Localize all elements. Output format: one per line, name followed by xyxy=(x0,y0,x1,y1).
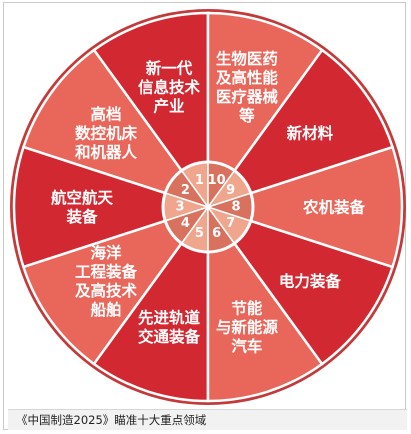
sector-8 xyxy=(203,145,404,269)
sector-label-line: 交通装备 xyxy=(138,327,201,346)
sector-number-4: 4 xyxy=(181,216,190,231)
sector-label-10: 生物医药及高性能医疗器械等 xyxy=(216,49,279,125)
ten-fields-wheel-diagram: 1 新一代信息技术产业 2 高档数控机床和机器人 3 航空航天装备 4 海洋工程装备及高技术船… xyxy=(10,9,406,405)
sector-label-line: 高档 xyxy=(91,104,122,123)
sector-4 xyxy=(21,204,212,366)
sector-label-3: 航空航天装备 xyxy=(51,188,114,226)
sector-label-7: 电力装备 xyxy=(279,272,342,291)
sector-label-line: 数控机床 xyxy=(75,123,138,142)
sector-label-line: 等 xyxy=(238,106,255,125)
sector-label-8: 农机装备 xyxy=(302,198,366,217)
sector-label-5: 先进轨道交通装备 xyxy=(138,308,201,346)
sector-6 xyxy=(206,203,324,403)
sector-label-line: 产业 xyxy=(154,97,185,116)
sector-label-line: 和机器人 xyxy=(75,142,138,161)
sector-label-line: 工程装备 xyxy=(75,262,138,281)
figure-caption: 《中国制造2025》瞄准十大重点领域 xyxy=(8,409,407,430)
sector-label-line: 医疗器械 xyxy=(216,87,279,106)
sector-number-2: 2 xyxy=(181,183,190,198)
sector-label-line: 航空航天 xyxy=(51,188,114,207)
sector-label-line: 新材料 xyxy=(287,123,334,142)
sector-label-line: 海洋 xyxy=(91,243,123,262)
sector-number-7: 7 xyxy=(226,216,235,231)
sector-label-line: 先进轨道 xyxy=(138,308,201,327)
sector-label-9: 新材料 xyxy=(287,123,334,142)
figure-frame: 1 新一代信息技术产业 2 高档数控机床和机器人 3 航空航天装备 4 海洋工程装备及高技术船… xyxy=(3,2,407,430)
sector-label-6: 节能与新能源汽车 xyxy=(216,298,279,355)
hub-ring xyxy=(161,160,255,254)
sector-label-line: 节能 xyxy=(231,298,263,317)
sector-label-line: 电力装备 xyxy=(279,272,342,291)
sector-label-line: 及高技术 xyxy=(75,281,138,300)
sector-label-line: 装备 xyxy=(65,207,98,226)
sector-number-9: 9 xyxy=(226,183,235,198)
sector-label-line: 汽车 xyxy=(231,336,262,355)
sector-number-6: 6 xyxy=(212,226,221,241)
sector-label-line: 农机装备 xyxy=(302,198,366,217)
sector-1 xyxy=(92,11,210,211)
sector-label-2: 高档数控机床和机器人 xyxy=(75,104,138,161)
sector-label-line: 及高性能 xyxy=(216,68,279,87)
sector-number-3: 3 xyxy=(175,200,184,215)
sector-label-line: 新一代 xyxy=(146,59,193,78)
sector-number-5: 5 xyxy=(195,226,204,241)
sector-7 xyxy=(204,204,395,366)
sector-label-line: 信息技术 xyxy=(138,78,201,97)
sector-label-line: 船舶 xyxy=(91,300,122,319)
sector-label-4: 海洋工程装备及高技术船舶 xyxy=(75,243,138,319)
sector-number-8: 8 xyxy=(231,200,240,215)
sector-label-1: 新一代信息技术产业 xyxy=(138,59,201,116)
sector-2 xyxy=(21,48,212,210)
sector-5 xyxy=(92,203,210,403)
sector-9 xyxy=(204,48,395,210)
sector-number-10: 10 xyxy=(208,173,226,188)
sector-10 xyxy=(206,11,324,211)
sector-label-line: 生物医药 xyxy=(216,49,278,68)
sector-label-line: 与新能源 xyxy=(216,317,279,336)
sector-number-1: 1 xyxy=(195,173,204,188)
sector-3 xyxy=(12,145,213,269)
